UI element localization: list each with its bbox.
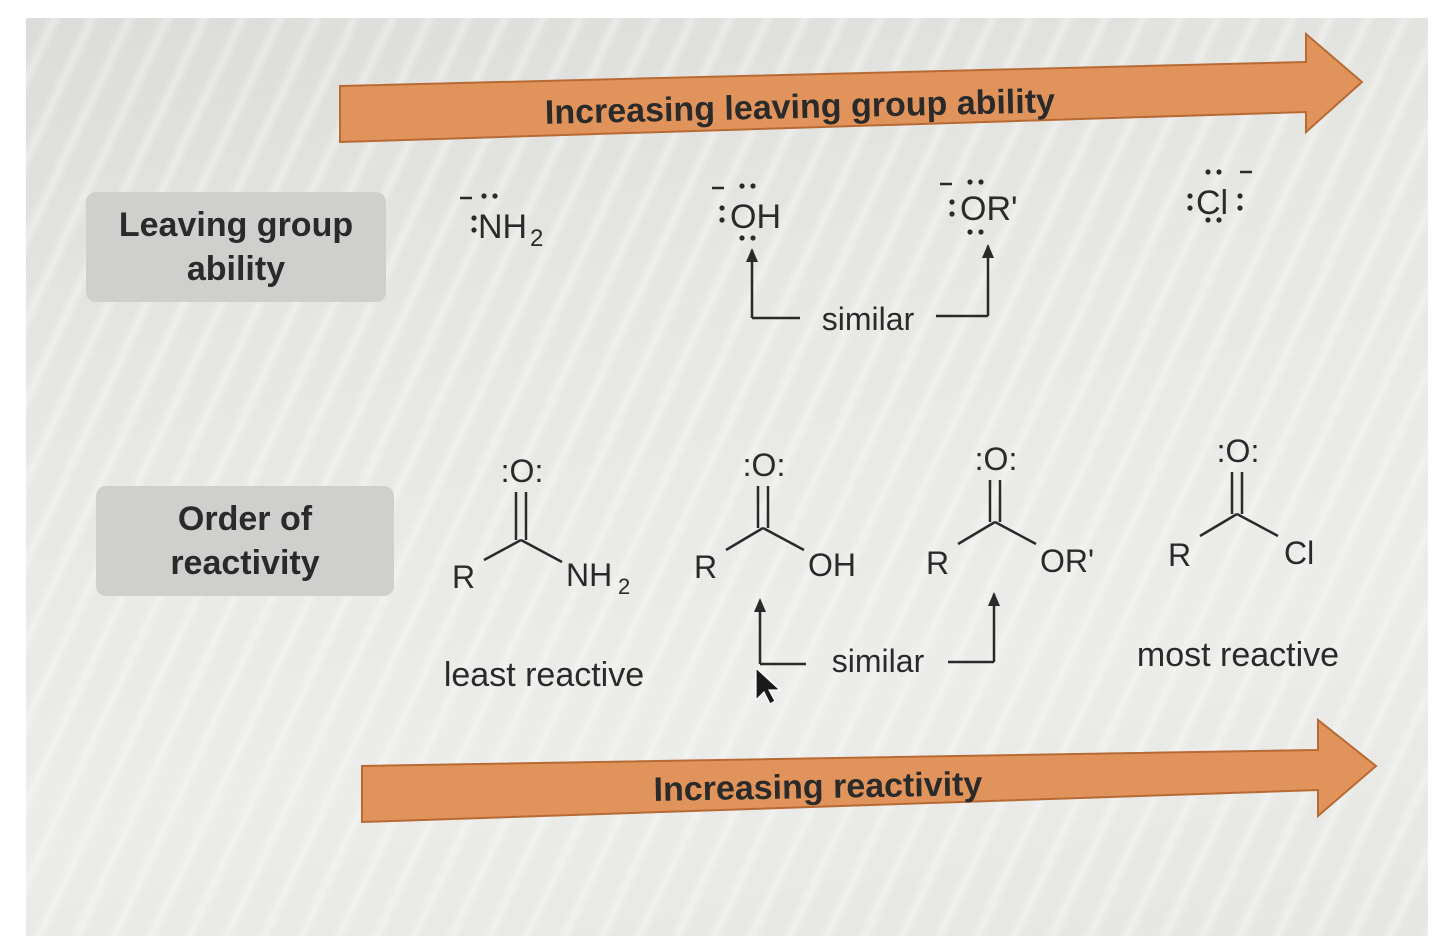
acid-r: R xyxy=(694,549,717,585)
least-reactive-caption: least reactive xyxy=(444,656,644,694)
acid-oh: OH xyxy=(808,547,856,583)
leaving-group-ability-label: Leaving group ability xyxy=(86,192,386,302)
leaving-label-line1: Leaving group xyxy=(118,206,354,244)
similar-label-top: similar xyxy=(822,301,915,337)
ester-carbonyl-o: :O: xyxy=(975,441,1018,477)
amide-structure: :O: R NH 2 xyxy=(452,453,630,599)
reactivity-arrow xyxy=(361,717,1378,824)
mouse-cursor-icon xyxy=(755,666,782,705)
carboxylic-acid-structure: :O: R OH xyxy=(694,447,856,585)
amide-leaving-group: NH 2 xyxy=(460,193,543,252)
order-of-reactivity-label: Order of reactivity xyxy=(96,486,394,596)
reactivity-label-line2: reactivity xyxy=(170,544,320,582)
most-reactive-caption: most reactive xyxy=(1137,636,1339,674)
chloride-leaving-group: Cl xyxy=(1187,169,1252,223)
ester-or: OR' xyxy=(1040,543,1094,579)
nh2-subscript: 2 xyxy=(530,225,543,252)
chloride-r: R xyxy=(1168,537,1191,573)
ester-r: R xyxy=(926,545,949,581)
amide-nh2: NH xyxy=(566,557,612,593)
amide-nh2-sub: 2 xyxy=(618,574,630,599)
acid-chloride-structure: :O: R Cl xyxy=(1168,433,1314,573)
alkoxide-leaving-group: OR' xyxy=(940,179,1018,235)
ester-structure: :O: R OR' xyxy=(926,441,1094,581)
nh2-text: NH xyxy=(478,208,527,246)
or-text: OR' xyxy=(960,190,1018,228)
chloride-cl: Cl xyxy=(1284,535,1314,571)
similar-bracket-bottom xyxy=(754,592,1000,666)
similar-bracket-top xyxy=(746,244,994,320)
leaving-ability-arrow xyxy=(339,31,1364,144)
hydroxide-leaving-group: OH xyxy=(712,183,781,241)
reactivity-arrow-label: Increasing reactivity xyxy=(653,765,983,809)
cl-text: Cl xyxy=(1196,184,1228,222)
similar-label-bottom: similar xyxy=(832,643,925,679)
photo-background xyxy=(26,18,1428,936)
oh-text: OH xyxy=(730,198,781,236)
amide-carbonyl-o: :O: xyxy=(501,453,544,489)
chloride-carbonyl-o: :O: xyxy=(1217,433,1260,469)
leaving-label-line2: ability xyxy=(186,250,286,288)
amide-r: R xyxy=(452,559,475,595)
acid-carbonyl-o: :O: xyxy=(743,447,786,483)
reactivity-label-line1: Order of xyxy=(177,500,313,538)
